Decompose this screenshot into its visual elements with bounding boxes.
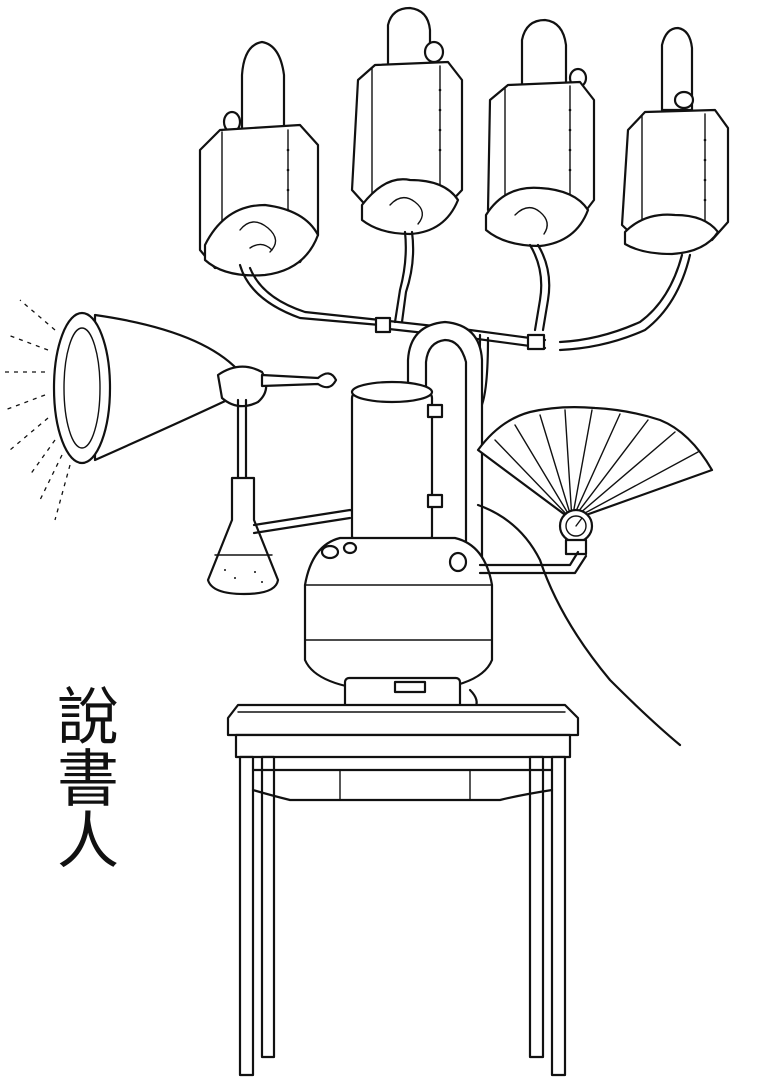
gramophone-horn (4, 299, 338, 521)
jar-rivets (286, 88, 707, 212)
brain-jar-2 (350, 6, 464, 236)
table (226, 703, 580, 1077)
tube-network (238, 230, 692, 414)
brain-jar-1 (198, 40, 320, 277)
fan (476, 406, 714, 575)
cable (476, 503, 682, 747)
brain-jar-3 (484, 18, 596, 248)
calligraphy-title: 說書人 (46, 684, 119, 870)
brain-jar-4 (620, 26, 730, 256)
